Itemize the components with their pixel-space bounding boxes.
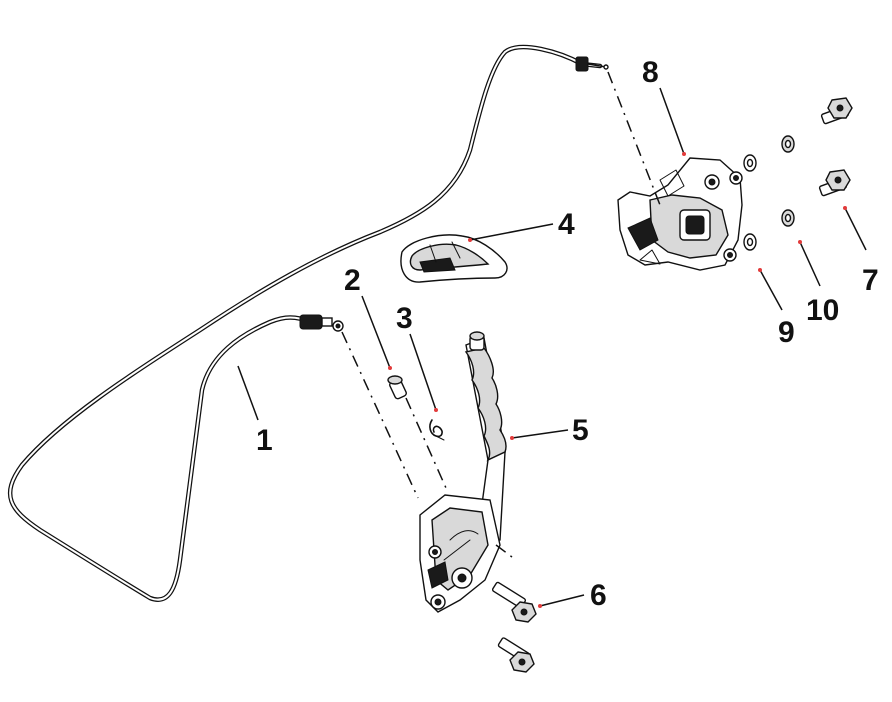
callout-2: 2 <box>344 264 361 297</box>
callout-7: 7 <box>862 264 879 297</box>
bolt-upper <box>491 581 537 623</box>
part-6-bolts <box>491 581 537 673</box>
callout-8: 8 <box>642 56 659 89</box>
callout-5: 5 <box>572 414 589 447</box>
bolt-caliper-lower <box>818 169 851 197</box>
cable-upper-end-fitting <box>575 56 609 72</box>
callout-10: 10 <box>806 294 839 327</box>
callout-4: 4 <box>558 208 575 241</box>
callout-labels: 1 2 3 4 5 6 7 8 9 10 <box>256 56 879 612</box>
callout-1: 1 <box>256 424 273 457</box>
part-5-hand-brake-lever <box>419 331 507 613</box>
part-8-brake-caliper <box>617 157 743 271</box>
callout-3: 3 <box>396 302 413 335</box>
bolt-caliper-upper <box>820 97 853 125</box>
part-1-brake-cable <box>7 44 609 602</box>
part-9-washers <box>743 154 757 251</box>
part-10-spring-washers <box>781 135 795 227</box>
part-4-lever-cover <box>400 234 508 283</box>
cable-lower-end-fitting <box>299 314 344 332</box>
callout-9: 9 <box>778 316 795 349</box>
part-2-pin <box>387 375 407 400</box>
callout-6: 6 <box>590 579 607 612</box>
part-3-clip <box>429 419 445 441</box>
assembly-center-lines <box>341 71 661 561</box>
leader-lines <box>237 87 867 608</box>
part-7-bolts <box>818 97 853 197</box>
bolt-lower <box>497 637 535 673</box>
